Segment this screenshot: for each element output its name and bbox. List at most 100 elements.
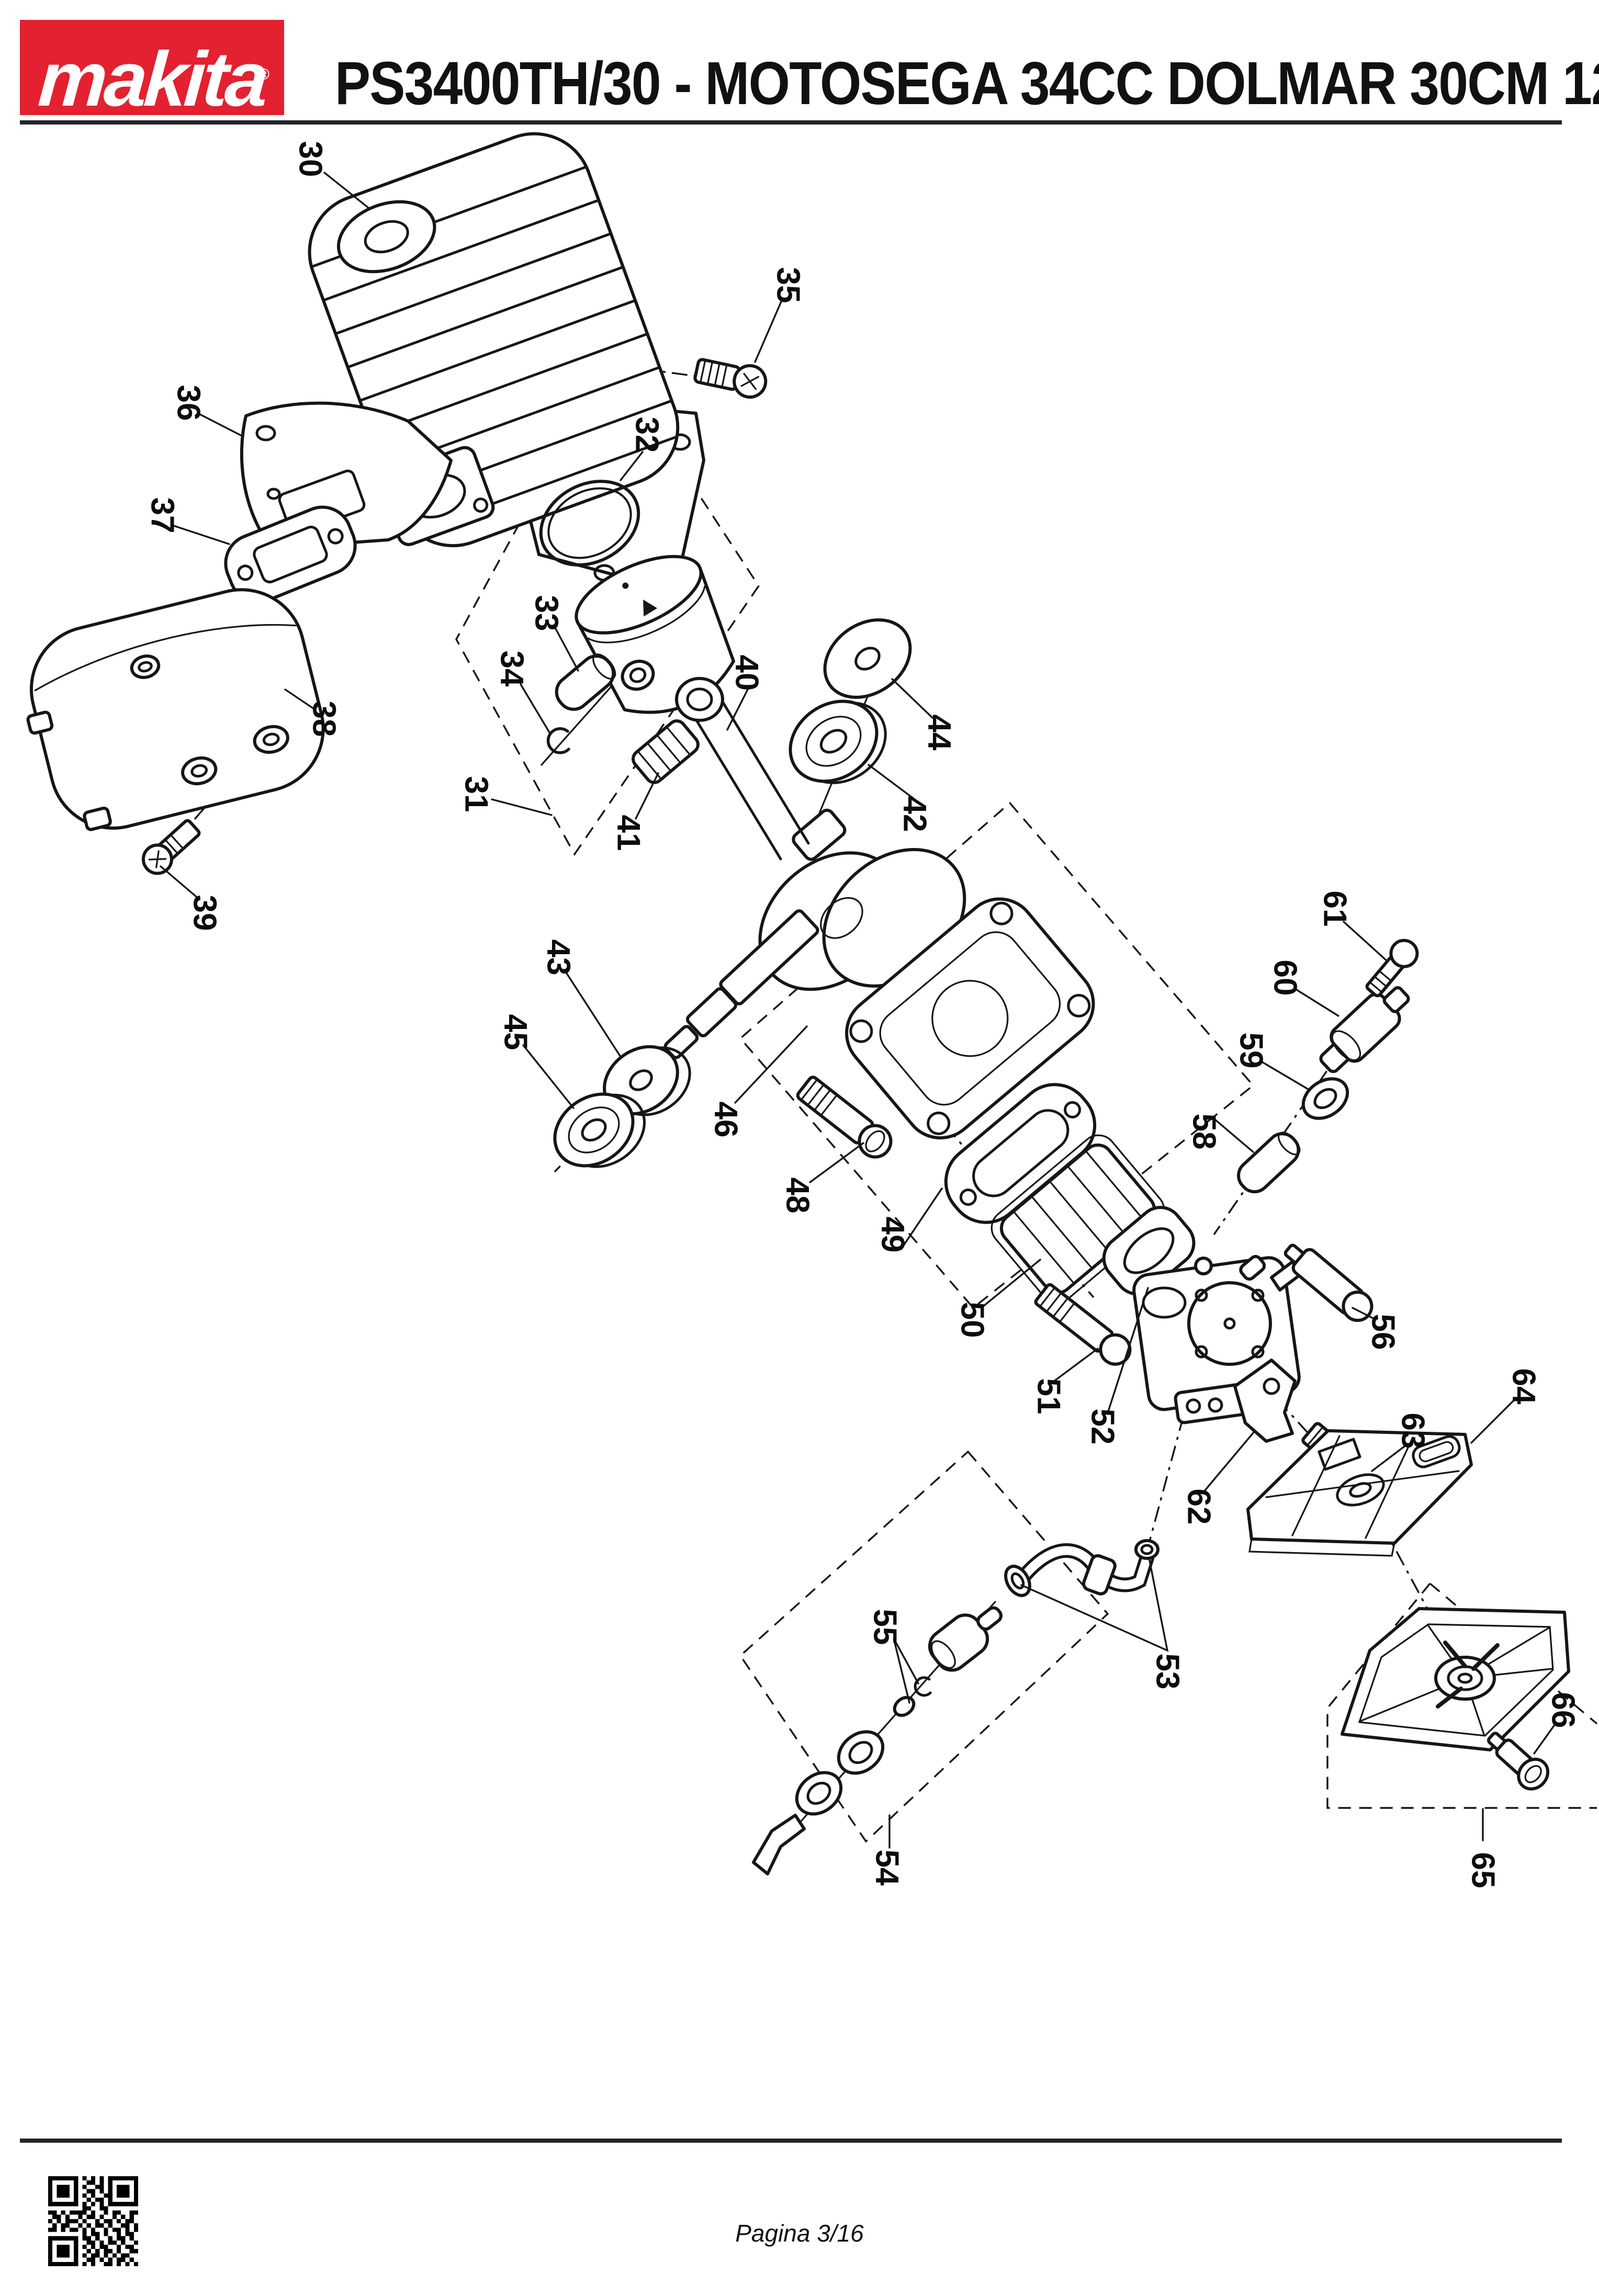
qr-module — [112, 2253, 117, 2258]
qr-module — [117, 2261, 121, 2266]
qr-module — [99, 2185, 104, 2189]
part-label-39: 39 — [187, 895, 223, 931]
qr-module — [69, 2219, 74, 2224]
qr-module — [91, 2257, 96, 2262]
qr-module — [86, 2180, 91, 2185]
qr-module — [133, 2210, 138, 2215]
qr-module — [125, 2189, 130, 2193]
part-label-54: 54 — [869, 1850, 905, 1886]
qr-module — [74, 2189, 78, 2193]
qr-module — [82, 2261, 87, 2266]
qr-module — [48, 2236, 53, 2241]
qr-module — [99, 2180, 104, 2185]
qr-module — [86, 2249, 91, 2254]
qr-module — [57, 2236, 61, 2241]
qr-module — [69, 2176, 74, 2181]
qr-module — [82, 2236, 87, 2241]
qr-module — [61, 2245, 65, 2249]
qr-module — [99, 2197, 104, 2202]
qr-module — [61, 2189, 65, 2193]
qr-module — [129, 2214, 134, 2219]
part-label-66: 66 — [1545, 1692, 1581, 1728]
qr-module — [61, 2185, 65, 2189]
qr-module — [48, 2202, 53, 2207]
qr-module — [74, 2185, 78, 2189]
qr-module — [125, 2202, 130, 2207]
part-label-36: 36 — [171, 385, 207, 421]
qr-module — [65, 2245, 70, 2249]
part-label-30: 30 — [292, 141, 329, 177]
part-54-55-primer-group — [752, 1601, 1003, 1875]
qr-module — [117, 2176, 121, 2181]
qr-module — [74, 2202, 78, 2207]
page-number: Pagina 3/16 — [735, 2220, 864, 2247]
qr-module — [104, 2232, 108, 2236]
qr-module — [117, 2227, 121, 2232]
qr-module — [78, 2223, 83, 2228]
qr-module — [91, 2176, 96, 2181]
qr-module — [57, 2176, 61, 2181]
qr-module — [48, 2245, 53, 2249]
qr-module — [61, 2236, 65, 2241]
qr-module — [121, 2176, 126, 2181]
qr-module — [52, 2210, 57, 2215]
leader-lines — [160, 172, 1556, 1849]
qr-module — [133, 2240, 138, 2245]
part-48-bolt — [796, 1076, 893, 1159]
qr-module — [61, 2193, 65, 2198]
qr-module — [117, 2202, 121, 2207]
qr-module — [108, 2176, 112, 2181]
qr-module — [52, 2176, 57, 2181]
qr-module — [129, 2232, 134, 2236]
qr-module — [48, 2189, 53, 2193]
part-label-59: 59 — [1233, 1033, 1269, 1069]
part-37-gasket — [224, 505, 357, 604]
qr-module — [112, 2210, 117, 2215]
part-58-tube — [1237, 1132, 1301, 1194]
qr-module — [121, 2253, 126, 2258]
qr-module — [65, 2176, 70, 2181]
qr-module — [121, 2193, 126, 2198]
qr-module — [69, 2236, 74, 2241]
qr-module — [57, 2219, 61, 2224]
qr-module — [125, 2227, 130, 2232]
part-38-muffler — [26, 588, 325, 831]
qr-module — [82, 2245, 87, 2249]
qr-module — [74, 2245, 78, 2249]
qr-module — [61, 2253, 65, 2258]
qr-module — [74, 2240, 78, 2245]
qr-module — [129, 2245, 134, 2249]
qr-module — [95, 2185, 100, 2189]
qr-module — [95, 2197, 100, 2202]
qr-module — [82, 2176, 87, 2181]
part-35-screw — [693, 358, 768, 399]
qr-module — [104, 2210, 108, 2215]
qr-module — [121, 2185, 126, 2189]
part-65-aircleaner-housing — [1341, 1607, 1570, 1751]
qr-module — [99, 2257, 104, 2262]
qr-module — [74, 2197, 78, 2202]
qr-module — [133, 2189, 138, 2193]
qr-module — [57, 2189, 61, 2193]
qr-module — [99, 2240, 104, 2245]
qr-module — [52, 2214, 57, 2219]
qr-module — [74, 2193, 78, 2198]
qr-module — [117, 2257, 121, 2262]
qr-module — [82, 2219, 87, 2224]
qr-module — [74, 2253, 78, 2258]
axis-carb-hose — [1148, 1415, 1185, 1544]
part-label-48: 48 — [780, 1178, 816, 1214]
qr-module — [57, 2245, 61, 2249]
qr-module — [125, 2245, 130, 2249]
qr-module — [117, 2189, 121, 2193]
part-label-32: 32 — [629, 417, 665, 453]
qr-module — [61, 2176, 65, 2181]
qr-module — [108, 2249, 112, 2254]
qr-module — [133, 2193, 138, 2198]
qr-module — [78, 2210, 83, 2215]
qr-module — [86, 2189, 91, 2193]
qr-module — [57, 2249, 61, 2254]
qr-module — [91, 2253, 96, 2258]
qr-module — [108, 2236, 112, 2241]
